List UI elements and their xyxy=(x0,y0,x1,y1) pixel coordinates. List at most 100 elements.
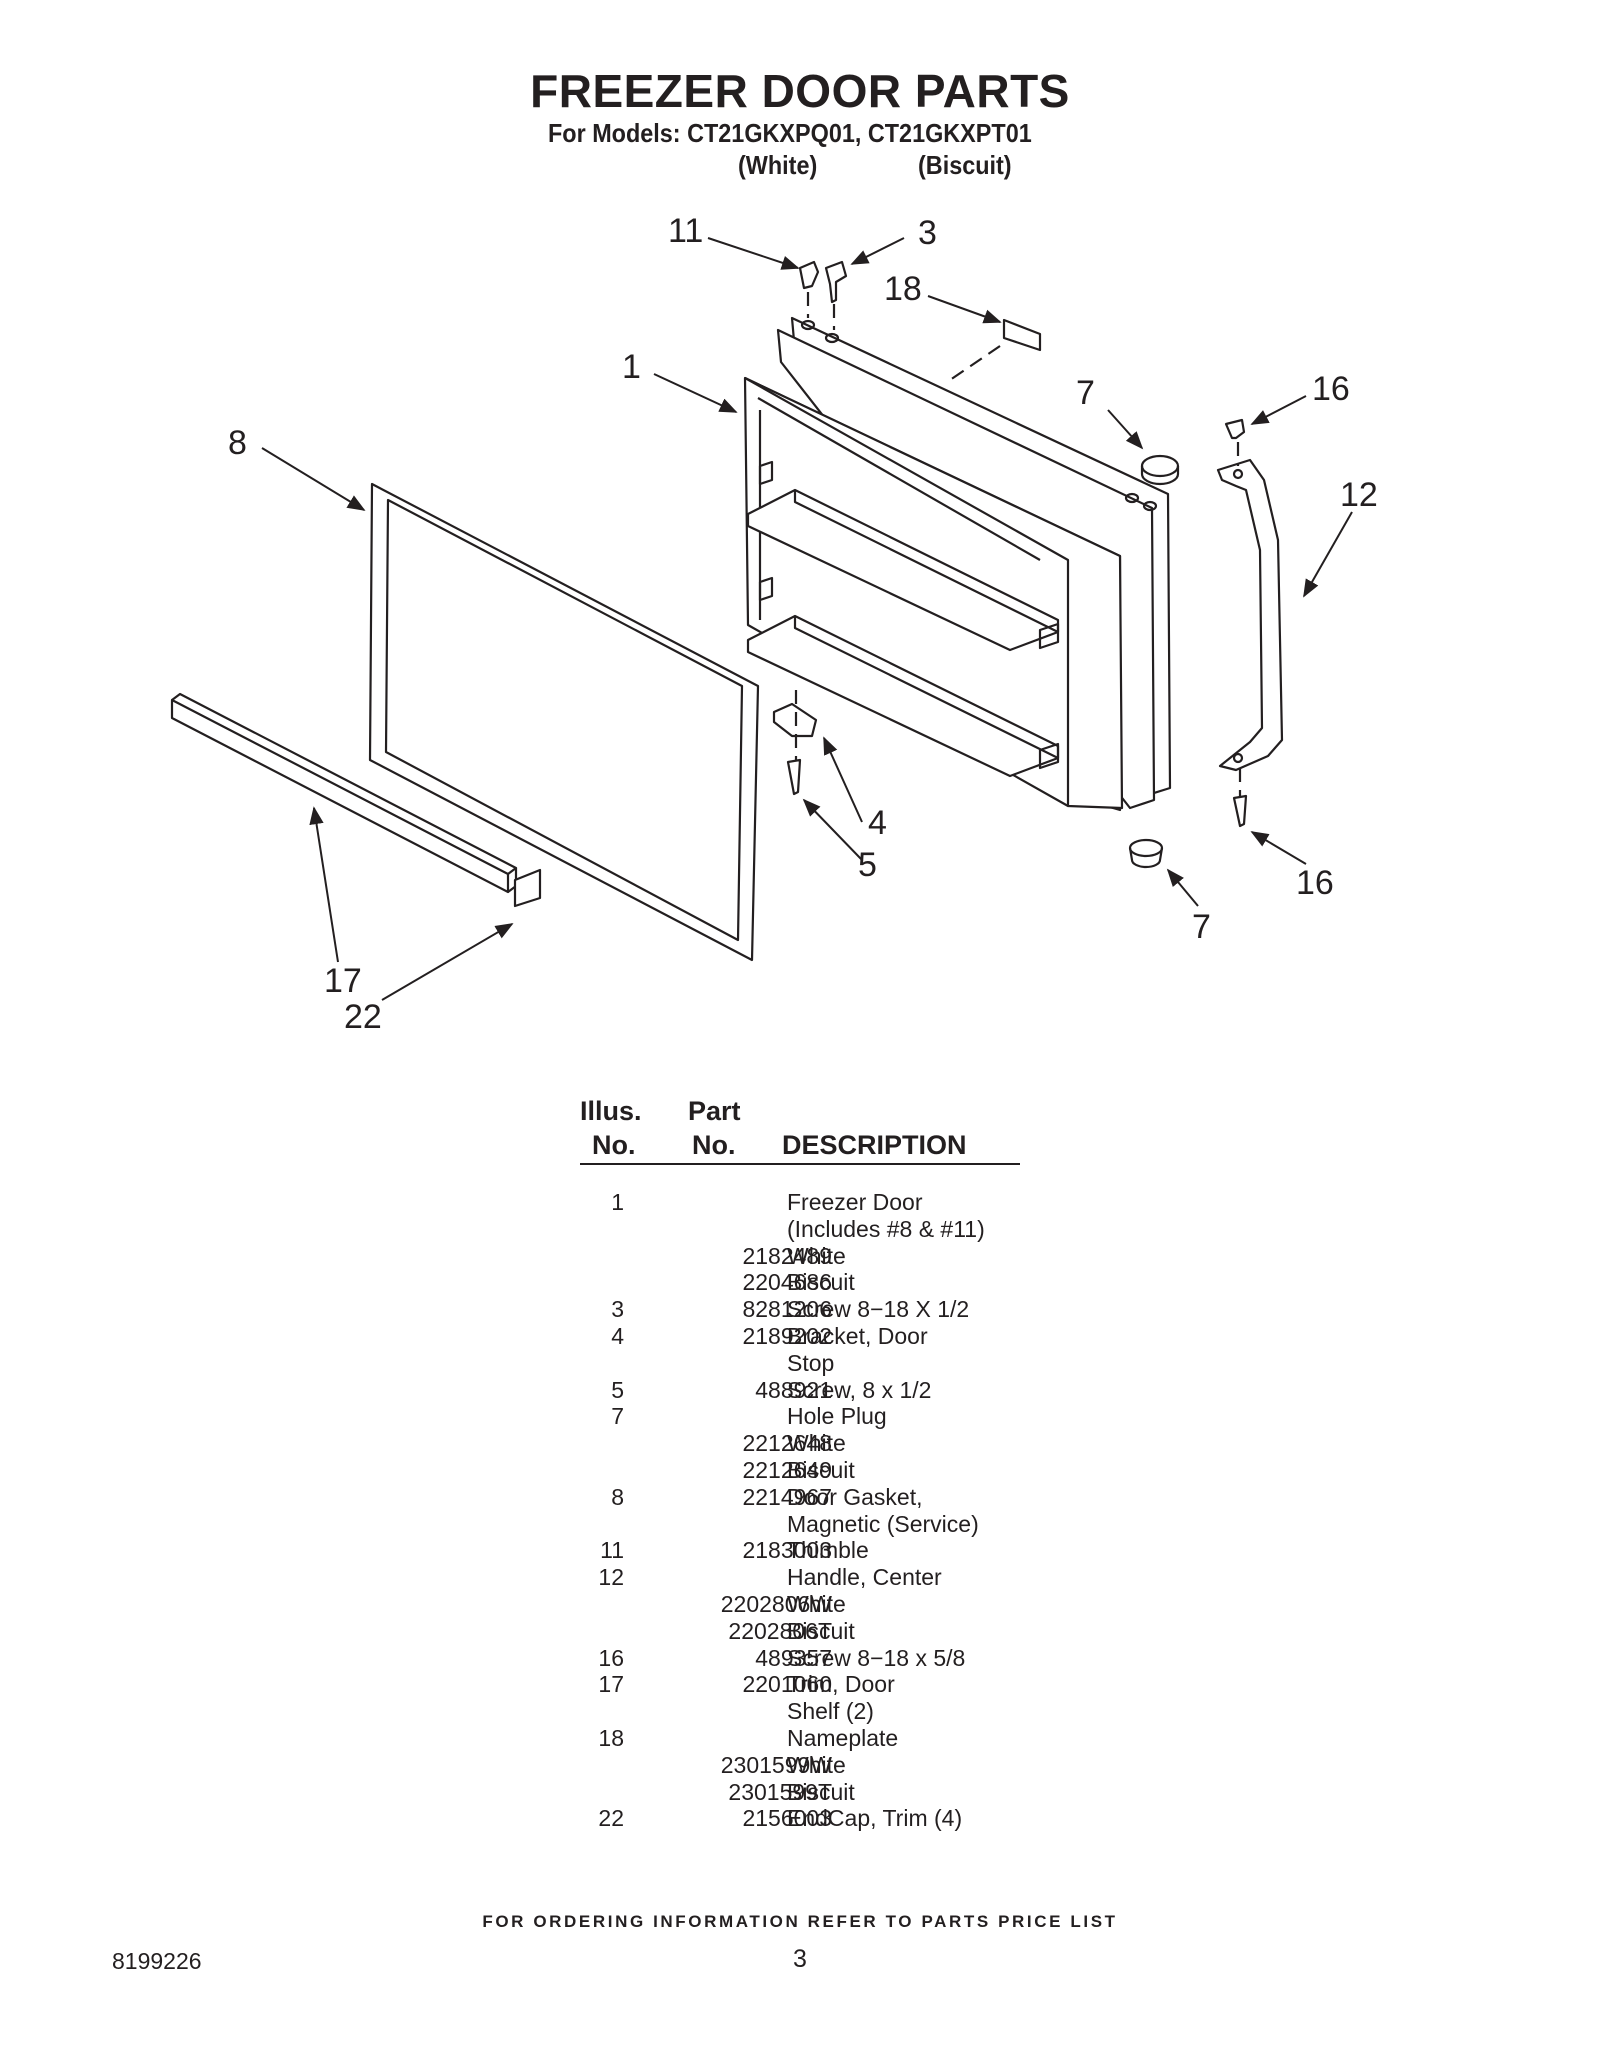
header-part-line2: No. xyxy=(692,1130,736,1160)
callout-18: 18 xyxy=(884,270,922,308)
document-number: 8199226 xyxy=(112,1948,202,1974)
description: EndCap, Trim (4) xyxy=(787,1805,963,1832)
part-no: 2202806W xyxy=(720,1590,832,1617)
description: Magnetic (Service) xyxy=(787,1510,979,1537)
callout-7-top: 7 xyxy=(1076,374,1095,412)
variant-biscuit: (Biscuit) xyxy=(918,150,1012,180)
callout-16-top: 16 xyxy=(1312,370,1350,408)
description: White xyxy=(787,1751,846,1778)
description: Stop xyxy=(787,1349,835,1376)
header-description: DESCRIPTION xyxy=(782,1130,967,1160)
description: Shelf (2) xyxy=(787,1698,874,1725)
table-row: (Includes #8 & #11) xyxy=(560,1216,1060,1243)
models-line: For Models: CT21GKXPQ01, CT21GKXPT01 xyxy=(548,118,1032,148)
part-no: 2156003 xyxy=(742,1805,832,1832)
callout-17: 17 xyxy=(324,962,362,1000)
header-illus-line1: Illus. xyxy=(580,1096,642,1126)
description: White xyxy=(787,1242,846,1269)
callout-11: 11 xyxy=(668,212,703,250)
illus-no: 1 xyxy=(611,1189,624,1215)
illus-no: 12 xyxy=(598,1564,624,1591)
callout-16-bottom: 16 xyxy=(1296,864,1334,902)
callout-4: 4 xyxy=(868,804,887,842)
nameplate xyxy=(1002,318,1042,352)
hole-plug-top xyxy=(1140,454,1180,486)
illus-no: 17 xyxy=(598,1671,624,1698)
description: Biscuit xyxy=(787,1617,855,1644)
header-illus-line2: No. xyxy=(592,1130,636,1160)
part-no: 2202806T xyxy=(728,1617,832,1644)
part-no: 2212648 xyxy=(742,1430,832,1457)
description: Biscuit xyxy=(787,1269,855,1296)
illus-no: 16 xyxy=(598,1644,624,1671)
freezer-door xyxy=(743,316,1172,812)
variant-white: (White) xyxy=(738,150,818,180)
description: Thimble xyxy=(787,1537,869,1564)
callout-1: 1 xyxy=(622,348,641,386)
part-no: 2201060 xyxy=(742,1671,832,1698)
callout-labels: 11 3 18 1 7 16 8 12 4 5 16 7 17 22 xyxy=(228,212,1378,1036)
table-row: 12 Handle, Center xyxy=(560,1564,1060,1591)
exploded-parts-diagram: 11 3 18 1 7 16 8 12 4 5 16 7 17 22 xyxy=(170,212,1378,1036)
illus-no: 8 xyxy=(611,1483,624,1510)
illus-no: 7 xyxy=(611,1403,624,1430)
description: Handle, Center xyxy=(787,1564,942,1591)
part-no: 2182489 xyxy=(742,1242,832,1269)
description: Trim, Door xyxy=(787,1671,895,1698)
illus-no: 22 xyxy=(598,1805,624,1832)
description: Screw, 8 x 1/2 xyxy=(787,1376,932,1403)
header-rule xyxy=(580,1163,1020,1165)
illus-no: 4 xyxy=(611,1322,624,1349)
description: Screw 8−18 X 1/2 xyxy=(787,1296,970,1323)
screw-handle-bottom xyxy=(1232,794,1248,828)
trim-endcap xyxy=(513,868,542,908)
page-number: 3 xyxy=(793,1945,807,1973)
part-no: 489357 xyxy=(755,1644,832,1671)
description: Bracket, Door xyxy=(787,1322,928,1349)
table-row: Magnetic (Service) xyxy=(560,1511,1060,1538)
description: Biscuit xyxy=(787,1778,855,1805)
description: Freezer Door xyxy=(787,1189,923,1215)
illus-no: 11 xyxy=(600,1537,624,1564)
part-no: 2214967 xyxy=(742,1483,832,1510)
description: Door Gasket, xyxy=(787,1483,923,1510)
illus-no: 5 xyxy=(611,1376,624,1403)
part-no: 488921 xyxy=(755,1376,832,1403)
screw-handle-top xyxy=(1224,418,1246,440)
callout-8: 8 xyxy=(228,424,247,462)
part-no: 2301599W xyxy=(720,1751,832,1778)
thimble xyxy=(798,260,820,290)
screw-door-stop xyxy=(786,758,802,796)
table-row: Shelf (2) xyxy=(560,1698,1060,1725)
page-title: FREEZER DOOR PARTS xyxy=(530,65,1070,117)
description: Biscuit xyxy=(787,1456,855,1483)
description: White xyxy=(787,1430,846,1457)
table-row: Stop xyxy=(560,1350,1060,1377)
part-no: 2212649 xyxy=(742,1456,832,1483)
screw-top xyxy=(824,260,848,304)
callout-7-bottom: 7 xyxy=(1192,908,1211,946)
illus-no: 3 xyxy=(611,1296,624,1323)
callout-22: 22 xyxy=(344,998,382,1036)
part-no: 8281206 xyxy=(742,1296,832,1323)
callout-12: 12 xyxy=(1340,476,1378,514)
description: (Includes #8 & #11) xyxy=(787,1215,985,1242)
callout-3: 3 xyxy=(918,214,937,252)
callout-5: 5 xyxy=(858,846,877,884)
